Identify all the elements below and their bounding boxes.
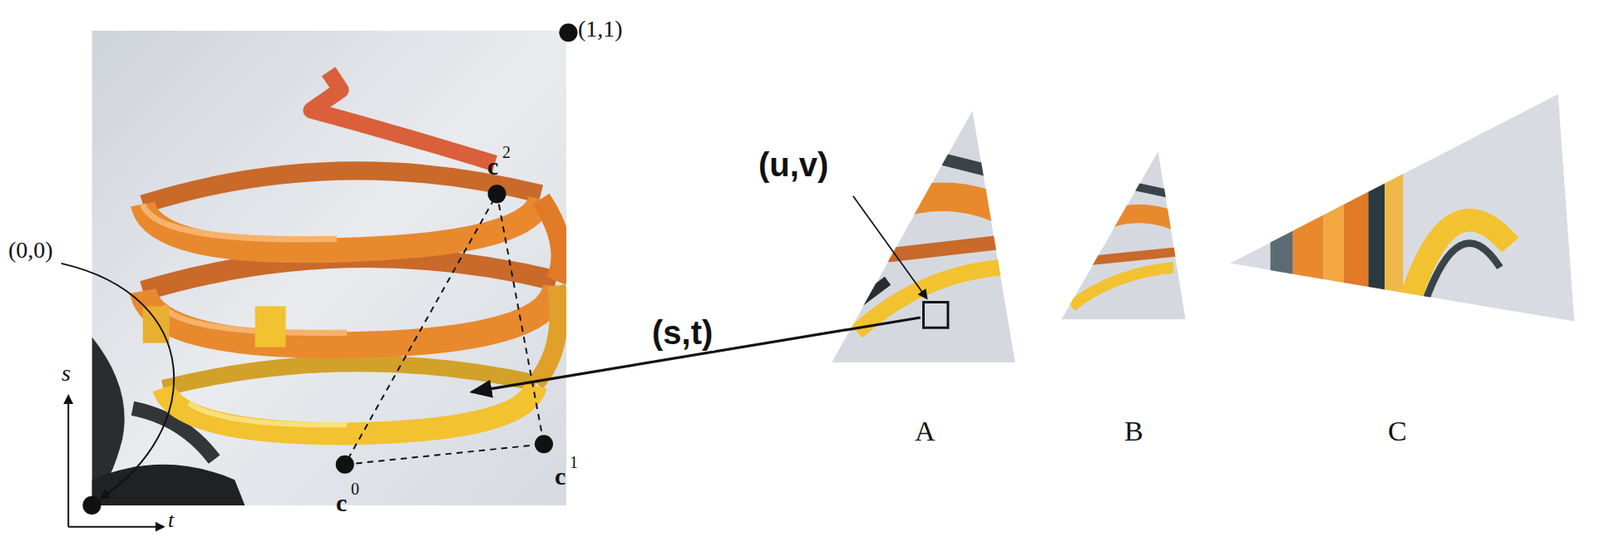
orange-ring <box>143 286 557 346</box>
texture-band <box>918 153 1021 179</box>
origin-leader <box>61 263 175 499</box>
yellow-piece <box>255 306 287 347</box>
vertex-dot <box>534 434 554 454</box>
spiral-tail <box>311 71 495 164</box>
dark-cable <box>91 464 245 506</box>
sample-square <box>923 302 948 329</box>
texture-band <box>1384 92 1403 338</box>
axis-name: t <box>167 508 174 534</box>
vertex-superscript: 1 <box>569 453 578 472</box>
ring-highlight <box>162 306 347 333</box>
texture-band <box>857 267 1001 332</box>
triangle-name: B <box>1124 415 1144 447</box>
screen-coordinate: (u,v) <box>758 146 829 183</box>
triangle-fill <box>1061 151 1186 321</box>
triangle-b <box>1061 151 1195 321</box>
vertex-name: c <box>554 462 566 490</box>
texture-coordinate: (s,t) <box>650 314 715 351</box>
texture-band <box>888 240 1022 256</box>
origin-dot <box>82 496 101 515</box>
texture-band <box>1423 243 1501 307</box>
texture-band <box>1091 250 1195 261</box>
axis-name: s <box>61 360 71 387</box>
texture-band <box>1071 267 1174 307</box>
ring-highlight <box>143 204 337 240</box>
corner-dot <box>558 23 578 42</box>
texture-band <box>1270 92 1294 338</box>
helix-link <box>540 198 562 281</box>
s-axis <box>67 396 70 528</box>
vertex-superscript: 2 <box>502 143 511 162</box>
texture-band <box>1407 220 1511 307</box>
helix-link <box>535 286 559 384</box>
texture-band <box>1323 92 1344 338</box>
origin-coordinate: (0,0) <box>8 237 54 264</box>
texture-background <box>91 30 567 506</box>
triangle-a <box>831 110 1021 363</box>
ring-back <box>143 170 542 204</box>
texture-band <box>1293 92 1324 338</box>
triangle-name: A <box>914 415 936 447</box>
triangle-fill <box>831 110 1016 363</box>
vertex-dot <box>335 455 355 475</box>
texture-band <box>898 197 1021 220</box>
vertex-dot <box>488 184 507 203</box>
ring-highlight <box>188 403 347 425</box>
triangle-name: C <box>1387 415 1408 447</box>
corner-coordinate: (1,1) <box>577 16 623 43</box>
texture-band <box>1106 213 1194 230</box>
ring-back <box>143 257 557 292</box>
ring-back <box>162 363 536 388</box>
t-axis <box>68 526 163 529</box>
vertex-name: c <box>335 488 347 517</box>
texture-band <box>1367 92 1385 338</box>
uv-leader <box>853 196 927 299</box>
texture-triangle <box>345 193 544 465</box>
triangle-c <box>1229 92 1576 338</box>
orange-ring <box>143 198 542 251</box>
texture-band <box>846 281 888 312</box>
texture-image <box>91 30 567 506</box>
yellow-ring <box>162 385 536 435</box>
texture-band <box>1343 92 1368 338</box>
vertex-name: c <box>487 152 499 180</box>
vertex-superscript: 0 <box>350 479 360 499</box>
texture-band <box>1122 183 1195 199</box>
